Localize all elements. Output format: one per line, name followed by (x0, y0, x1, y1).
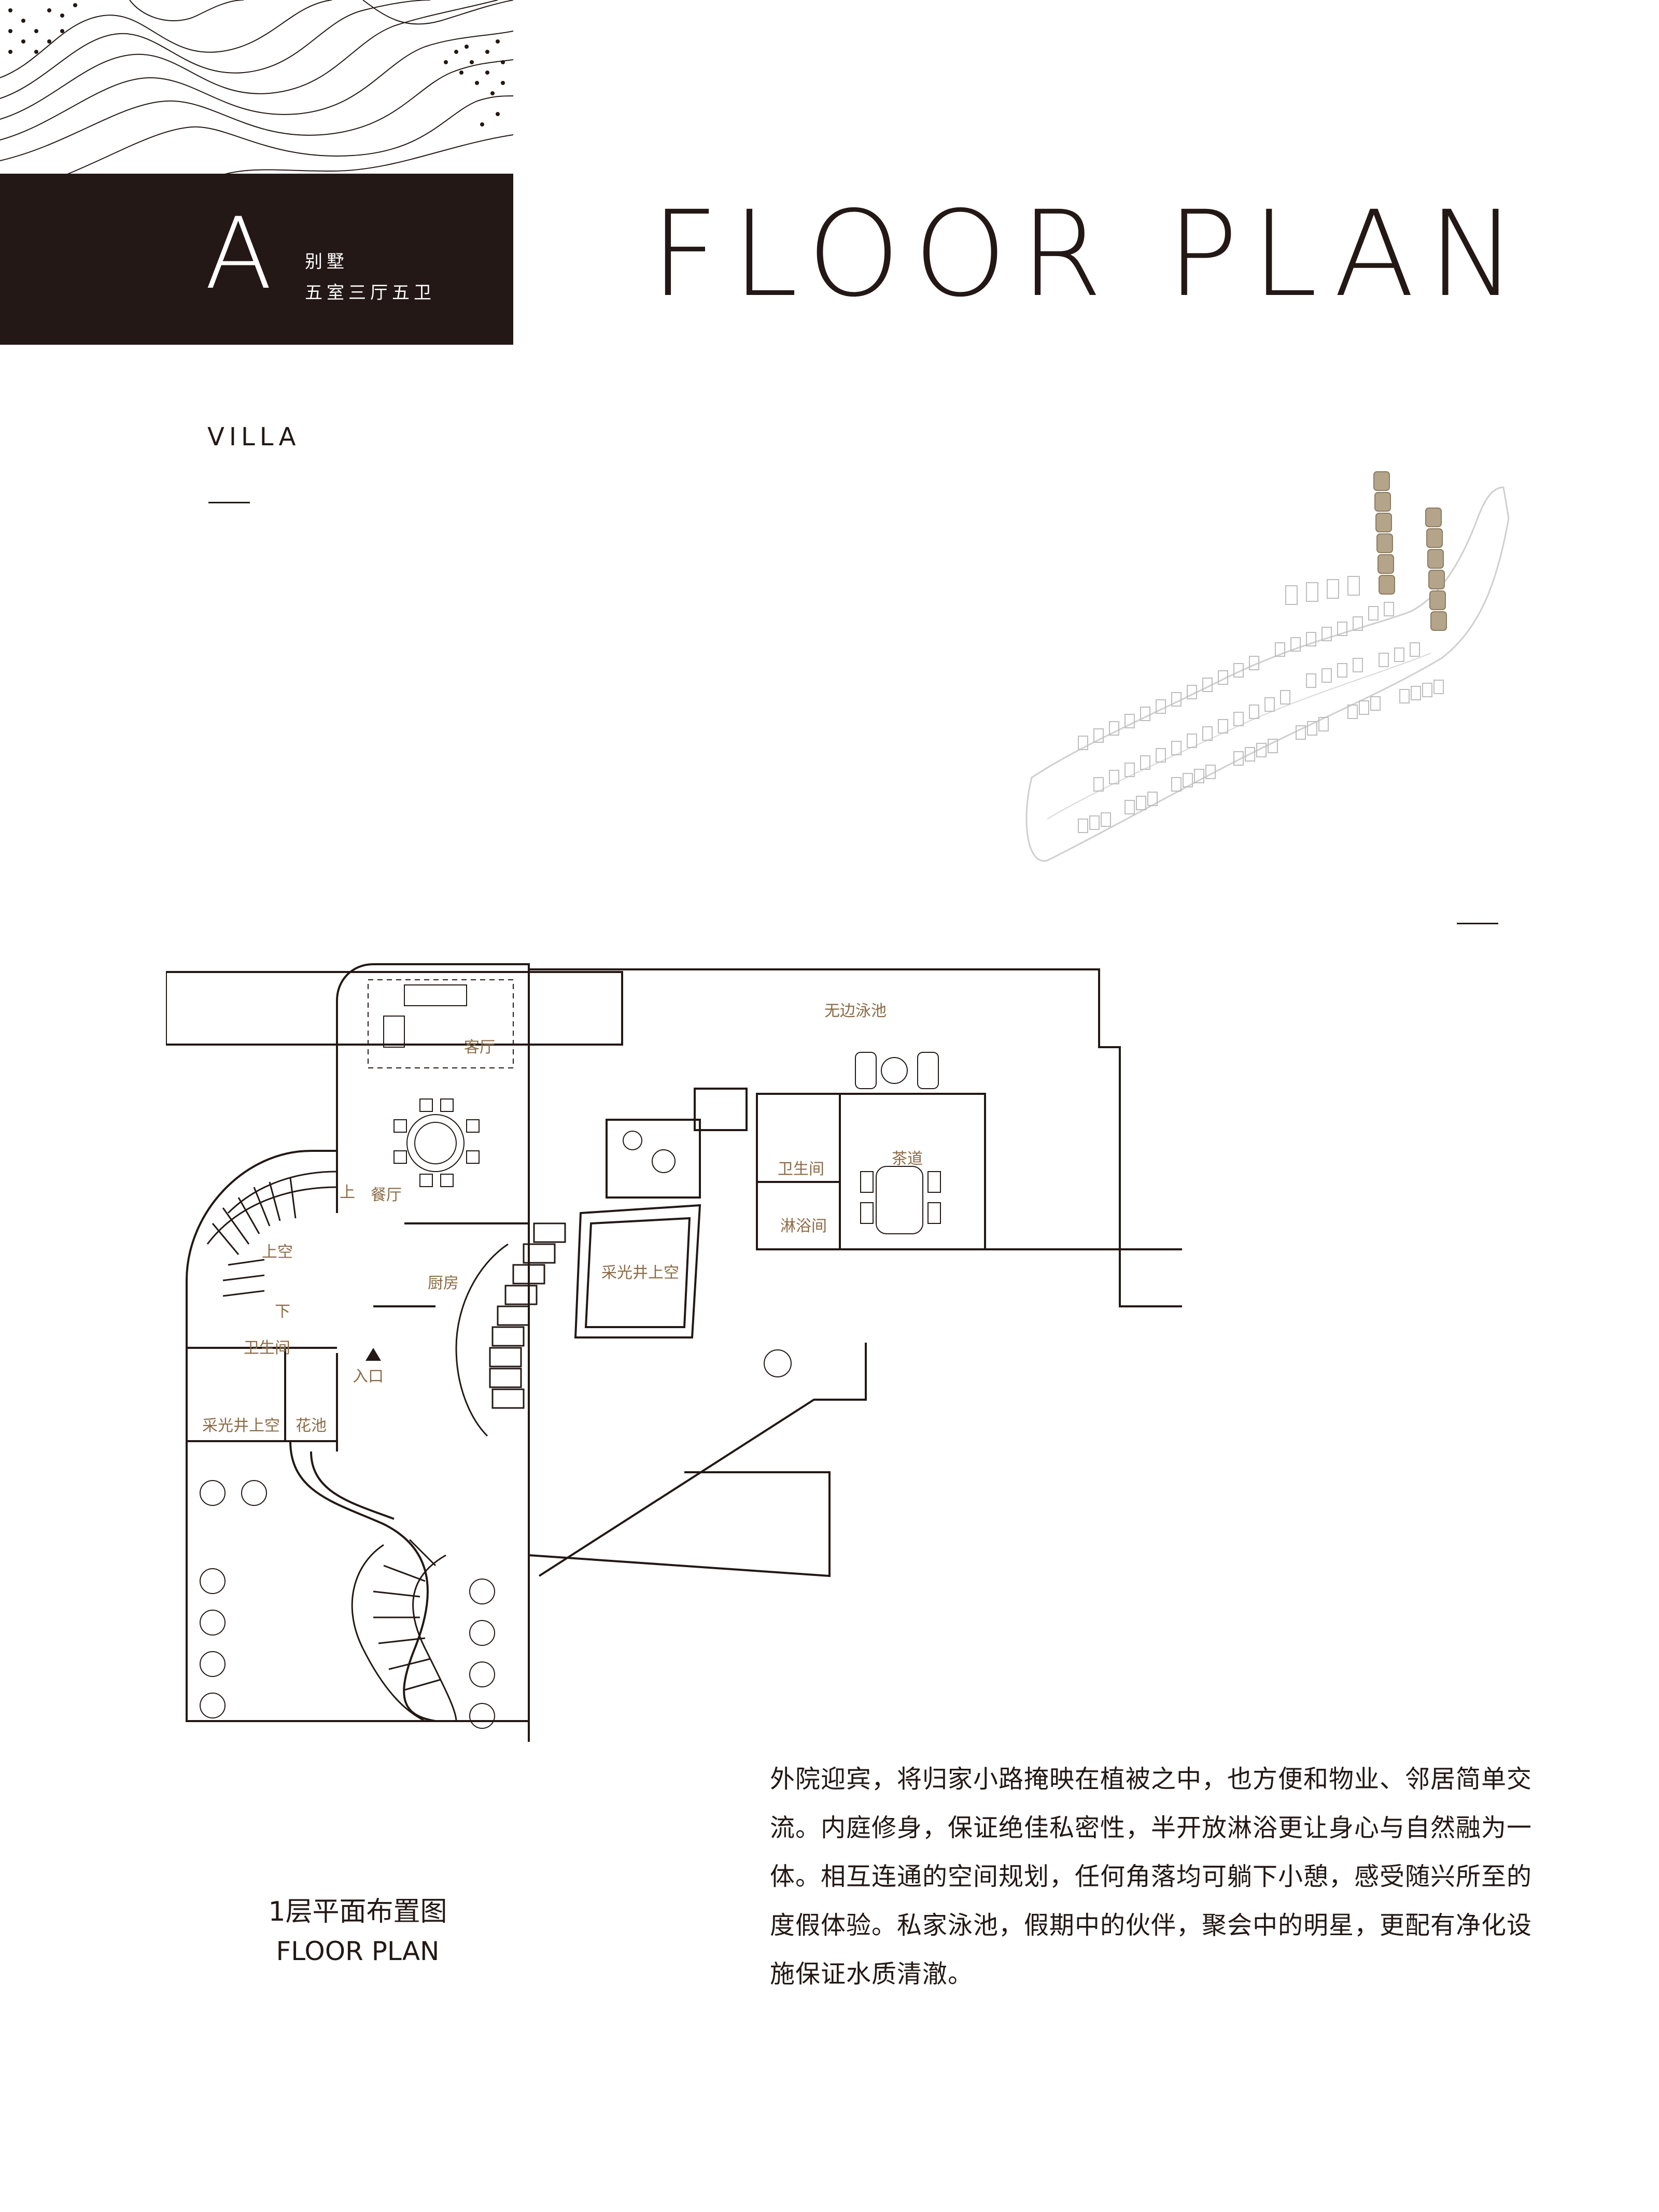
room-label-flower-bed: 花池 (296, 1417, 327, 1435)
floor-plan-description: 外院迎宾，将归家小路掩映在植被之中，也方便和物业、邻居简单交流。内庭修身，保证绝… (770, 1765, 1533, 1989)
floor-plan: 客厅 餐厅 厨房 无边泳池 茶道 淋浴间 卫生间 卫生间 采光井上空 采光井上空… (166, 963, 1182, 1742)
site-plan-divider (1457, 923, 1498, 924)
site-plan (1025, 471, 1510, 862)
room-label-dining: 餐厅 (371, 1186, 402, 1204)
stair-label-up: 上 (340, 1184, 355, 1202)
villa-type-label: 别墅 (305, 251, 348, 272)
entrance-arrow-icon (365, 1348, 381, 1361)
room-label-entrance: 入口 (353, 1368, 384, 1386)
floor-plan-caption-en: FLOOR PLAN (276, 1936, 440, 1966)
page-subtitle: VILLA (207, 422, 301, 452)
villa-rooms-label: 五室三厅五卫 (305, 283, 435, 303)
villa-type-badge: A 别墅 五室三厅五卫 (0, 174, 513, 345)
room-label-infinity-pool: 无边泳池 (824, 1002, 887, 1020)
room-label-tea-room: 茶道 (892, 1150, 923, 1168)
room-label-living: 客厅 (464, 1038, 495, 1056)
page-title: FLOOR PLAN (651, 185, 1530, 323)
room-label-void: 上空 (262, 1243, 293, 1261)
room-label-shower: 淋浴间 (780, 1217, 827, 1235)
room-label-skylight: 采光井上空 (601, 1264, 679, 1282)
floor-plan-caption: 1层平面布置图 (268, 1896, 447, 1927)
subtitle-divider (208, 502, 250, 503)
room-label-bathroom-small: 卫生间 (778, 1160, 824, 1178)
room-label-skylight-left: 采光井上空 (202, 1417, 280, 1435)
room-label-kitchen: 厨房 (428, 1274, 459, 1292)
room-label-bathroom: 卫生间 (244, 1339, 290, 1357)
topographic-decoration (0, 0, 513, 176)
villa-type-letter: A (205, 196, 272, 311)
stair-label-down: 下 (275, 1303, 290, 1321)
